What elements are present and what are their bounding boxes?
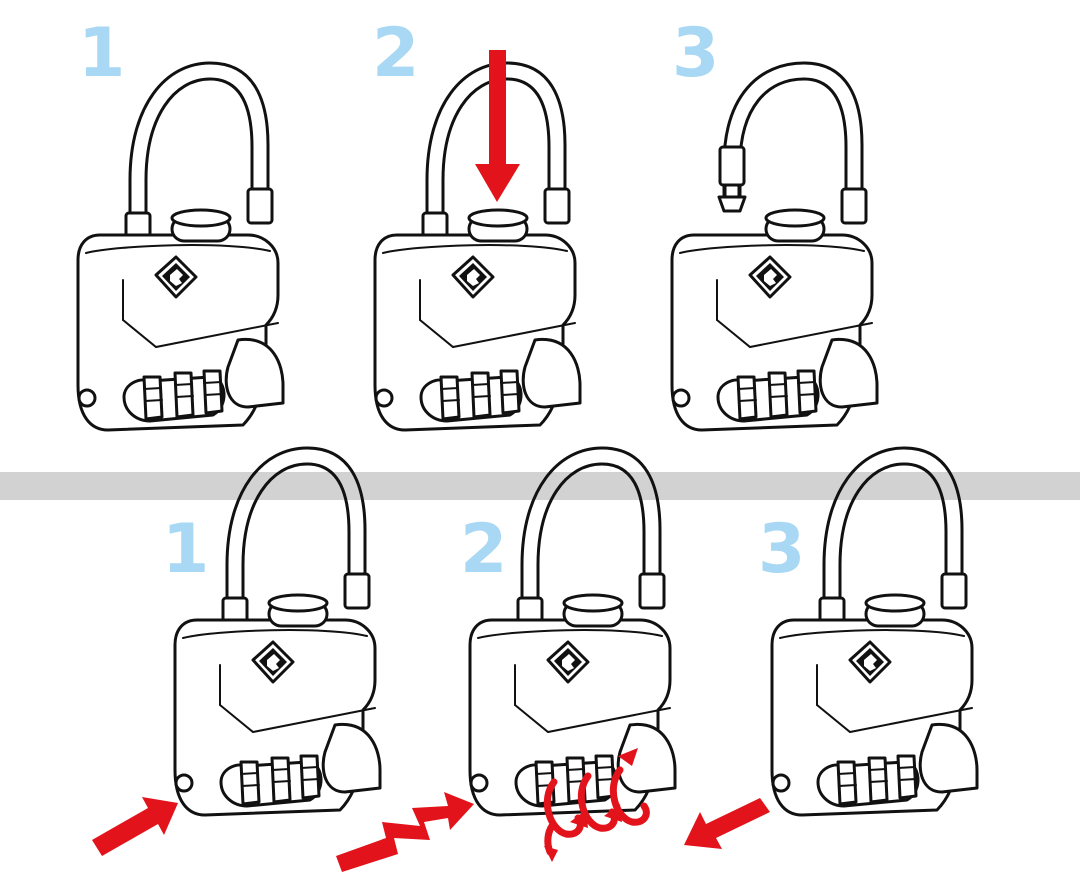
step-number-top-2: 2	[372, 14, 419, 93]
top-step-3: 3	[670, 14, 879, 432]
padlock-icon	[468, 446, 677, 817]
zigzag-push-arrow	[336, 792, 474, 872]
step-number-bottom-2: 2	[460, 510, 507, 589]
step-number-bottom-1: 1	[162, 510, 209, 589]
set-code-arrows	[543, 748, 650, 862]
padlock-icon	[770, 446, 979, 817]
bottom-step-2: 2	[336, 446, 677, 872]
padlock-icon	[173, 446, 382, 817]
padlock-icon	[670, 61, 879, 432]
padlock-icon	[76, 61, 285, 432]
press-button-arrow	[475, 50, 520, 202]
step-number-top-1: 1	[78, 14, 125, 93]
bottom-step-1: 1	[92, 446, 382, 856]
step-number-bottom-3: 3	[758, 510, 805, 589]
padlock-icon	[373, 61, 582, 432]
release-arrow	[684, 798, 770, 849]
press-reset-arrow	[92, 797, 178, 856]
step-number-top-3: 3	[672, 14, 719, 93]
top-step-2: 2	[372, 14, 582, 432]
bottom-step-3: 3	[684, 446, 979, 849]
top-step-1: 1	[76, 14, 285, 432]
